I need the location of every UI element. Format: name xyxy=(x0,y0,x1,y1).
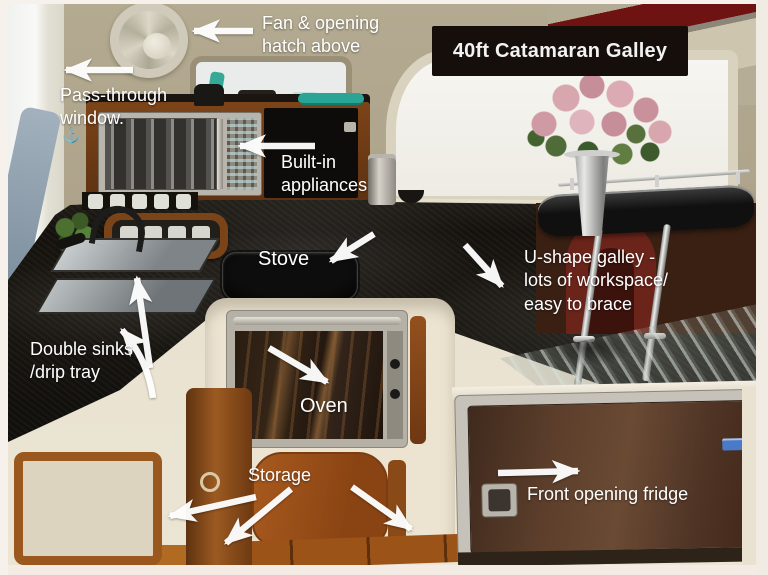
bar-chair xyxy=(566,218,656,334)
mug xyxy=(88,194,103,209)
fan-label: Fan & opening hatch above xyxy=(262,13,380,57)
microwave-handle xyxy=(217,119,223,189)
storage-arrow-down xyxy=(223,486,294,546)
u-shape-label: U-shape galley - lots of workspace/ easy… xyxy=(524,247,669,314)
vase-rim xyxy=(564,150,620,159)
mug xyxy=(110,194,125,209)
mug-shelf xyxy=(82,192,198,210)
oven-label: Oven xyxy=(300,395,348,417)
mug xyxy=(132,194,147,209)
cabinet-latch xyxy=(344,122,356,132)
pass-through-label: Pass-through window. xyxy=(60,85,168,129)
anchor-glyph: ⚓ xyxy=(62,127,81,144)
storage-label: Storage xyxy=(248,465,312,485)
fan-hub xyxy=(143,33,171,59)
stove-arrow xyxy=(328,231,376,264)
wood-pillar xyxy=(410,316,426,444)
open-cabinet xyxy=(264,108,358,198)
microwave-door xyxy=(105,118,217,190)
sink-arrow-short xyxy=(119,327,157,399)
u-shape-arrow xyxy=(462,242,505,289)
oven-door-glass xyxy=(235,331,383,439)
oven-knob xyxy=(390,389,400,399)
page-title: 40ft Catamaran Galley xyxy=(452,39,668,62)
title-box: 40ft Catamaran Galley xyxy=(432,26,688,76)
fridge-arrow xyxy=(497,459,581,484)
mug xyxy=(176,194,191,209)
oven-arrow xyxy=(267,345,330,385)
mug xyxy=(154,194,169,209)
rail-post xyxy=(570,178,574,190)
ceiling-fan xyxy=(110,2,188,78)
teal-tray xyxy=(298,93,364,105)
photo-border xyxy=(0,0,8,575)
kettle xyxy=(194,84,224,106)
storage-arrow-left xyxy=(167,493,257,522)
ring-pull xyxy=(200,472,220,492)
stove-label: Stove xyxy=(258,248,310,270)
built-in-label: Built-in appliances xyxy=(281,152,368,196)
oven-knob xyxy=(390,359,400,369)
small-bowl xyxy=(398,190,424,203)
rail-post xyxy=(736,172,740,184)
sinks-label: Double sinks /drip tray xyxy=(30,339,134,383)
canister xyxy=(368,158,396,205)
oven-control-strip xyxy=(387,331,403,439)
cabinet-panel xyxy=(14,452,162,565)
storage-arrow-right xyxy=(350,484,414,532)
oven-handle xyxy=(233,317,401,325)
cream-pillar xyxy=(742,388,758,566)
leg-collar xyxy=(573,336,595,342)
photo-border xyxy=(0,565,768,575)
photo-border xyxy=(0,0,768,4)
fridge-label-text: Front opening fridge xyxy=(527,484,689,504)
photo-border xyxy=(756,0,768,575)
rail-post xyxy=(655,175,659,187)
